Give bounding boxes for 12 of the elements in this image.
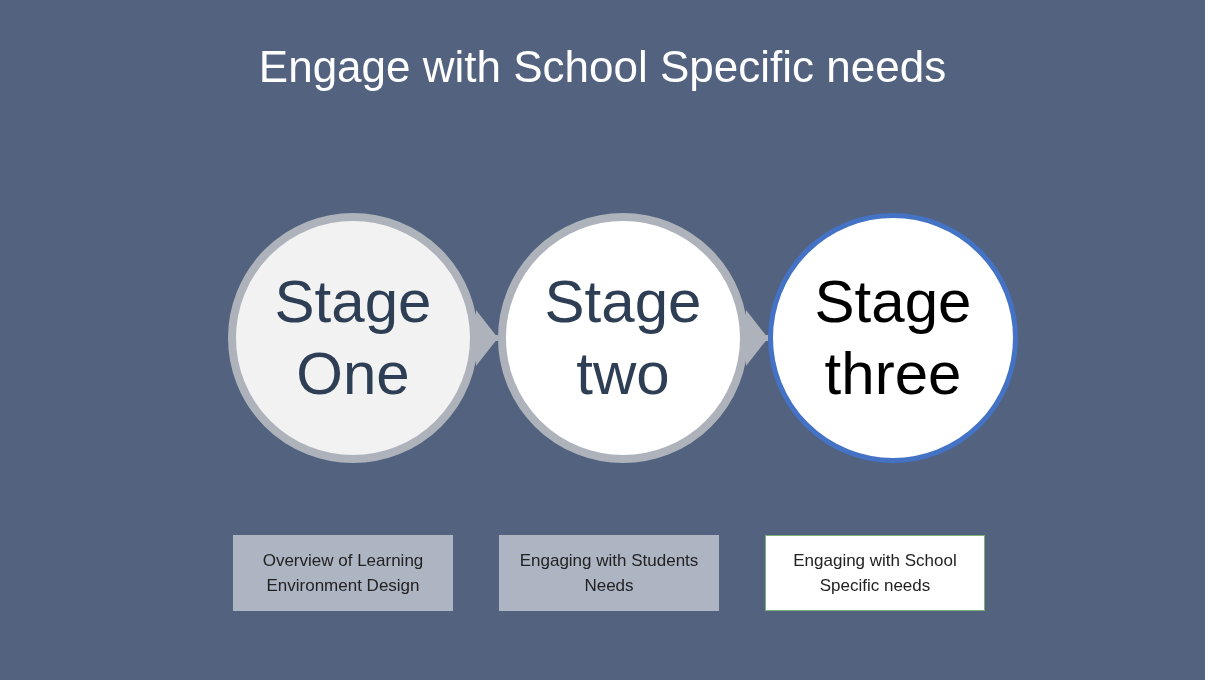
stage-label: Stage three bbox=[813, 267, 973, 409]
title: Engage with School Specific needs bbox=[258, 42, 947, 92]
stage-label: Stage two bbox=[543, 267, 703, 409]
description-panel bbox=[233, 535, 453, 611]
stage-label: Stage One bbox=[273, 267, 433, 409]
arrow bbox=[746, 310, 768, 366]
stage-description: Engaging with Students Needs bbox=[518, 549, 700, 597]
stage-description: Overview of Learning Environment Design bbox=[261, 549, 425, 597]
description-panel bbox=[499, 535, 719, 611]
stage-description: Engaging with School Specific needs bbox=[792, 549, 958, 597]
arrow bbox=[476, 310, 498, 366]
description-panel bbox=[765, 535, 985, 611]
